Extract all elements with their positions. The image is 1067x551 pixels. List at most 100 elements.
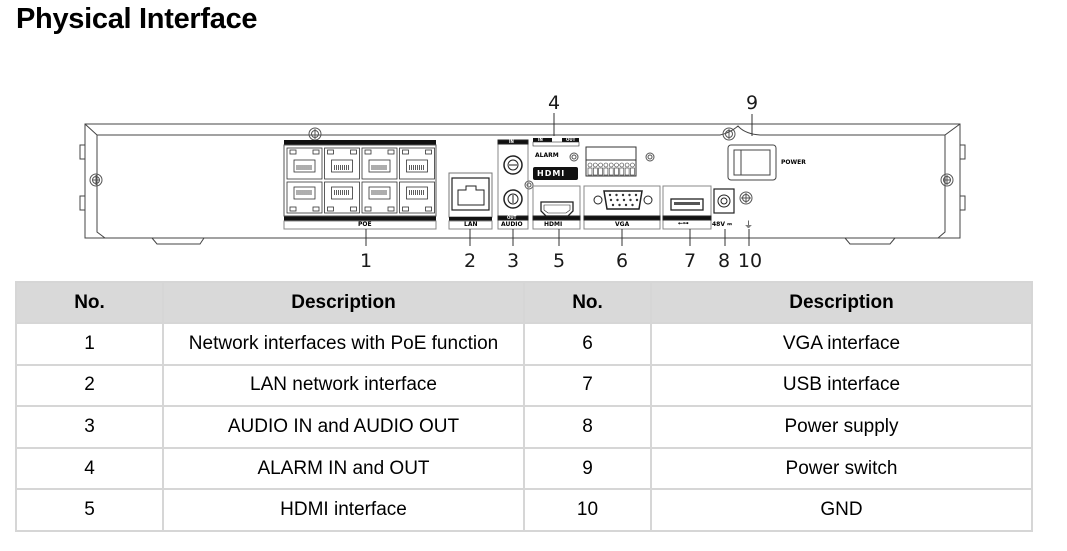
- vga-pin: [611, 203, 615, 207]
- cell-description: AUDIO IN and AUDIO OUT: [162, 405, 525, 449]
- table-row: 3 AUDIO IN and AUDIO OUT 8 Power supply: [15, 405, 1033, 449]
- rj45-port: [324, 181, 360, 214]
- hdmi-port-block: [532, 185, 581, 230]
- cell-no: 7: [523, 363, 652, 408]
- vga-pin: [628, 193, 631, 197]
- header-description: Description: [650, 281, 1033, 324]
- rj45-port: [286, 147, 323, 180]
- cell-description: Power supply: [650, 405, 1033, 449]
- table-row: 2 LAN network interface 7 USB interface: [15, 363, 1033, 408]
- poe-ports-block: [283, 140, 437, 230]
- alarm-pin-slot: [598, 167, 603, 176]
- table-row: 5 HDMI interface 10 GND: [15, 488, 1033, 532]
- callout-3: 3: [506, 250, 520, 272]
- header-description: Description: [162, 281, 525, 324]
- screw-icon: [308, 127, 322, 141]
- table-row: 1 Network interfaces with PoE function 6…: [15, 322, 1033, 366]
- vga-pin: [608, 193, 612, 197]
- hdmi-label: HDMI: [544, 221, 563, 228]
- alarm-pin-slot: [603, 167, 609, 176]
- cell-no: 2: [15, 363, 164, 408]
- power-supply-label: 48V ⎓: [712, 221, 732, 228]
- cell-no: 6: [523, 322, 652, 366]
- alarm-pin: [603, 162, 609, 168]
- rj45-port: [286, 181, 323, 214]
- alarm-pin: [614, 162, 619, 168]
- alarm-pin: [624, 162, 630, 168]
- right-ear-tab-top: [959, 144, 966, 160]
- screw-icon: [569, 152, 579, 162]
- vga-pin: [615, 193, 618, 197]
- cell-description: HDMI interface: [162, 488, 525, 532]
- cell-description: LAN network interface: [162, 363, 525, 408]
- interface-table: No. Description No. Description 1 Networ…: [15, 281, 1033, 532]
- alarm-pin-slot: [592, 167, 598, 176]
- alarm-block: [532, 138, 637, 180]
- page-title: Physical Interface: [16, 3, 258, 35]
- screw-icon: [89, 173, 103, 187]
- alarm-pin-slot: [624, 167, 630, 176]
- chassis-inner-left: [96, 135, 106, 239]
- audio-in-jack: [503, 155, 523, 175]
- hdmi-logo-text: HDMI: [537, 169, 566, 178]
- alarm-pin: [630, 162, 635, 168]
- vga-pin: [621, 193, 625, 197]
- alarm-label: ALARM: [535, 152, 559, 159]
- audio-out-label: OUT: [507, 215, 517, 220]
- usb-symbol-icon: ⭠⊶: [678, 220, 689, 227]
- left-foot: [151, 237, 205, 245]
- callout-6: 6: [615, 250, 629, 272]
- alarm-pin: [608, 162, 614, 168]
- audio-label: AUDIO: [501, 221, 523, 228]
- screw-icon: [940, 173, 954, 187]
- left-ear-tab-top: [79, 144, 86, 160]
- lan-label: LAN: [464, 221, 478, 228]
- screw-icon: [524, 180, 534, 190]
- device-rear-panel-diagram: POE LAN AUDIO IN OUT ALARM IN OUT HDMI H…: [79, 92, 966, 272]
- audio-in-label: IN: [509, 139, 514, 144]
- cell-no: 5: [15, 488, 164, 532]
- cell-description: Power switch: [650, 446, 1033, 491]
- gnd-screw-icon: [739, 191, 753, 205]
- chassis-inner-right: [937, 135, 946, 239]
- screw-icon: [645, 152, 655, 162]
- poe-label: POE: [358, 221, 372, 228]
- power-supply-jack: [713, 188, 735, 214]
- vga-pin: [624, 203, 628, 207]
- alarm-pin: [592, 162, 598, 168]
- power-label: POWER: [781, 159, 806, 166]
- alarm-pin: [598, 162, 603, 168]
- vga-pin: [634, 193, 638, 197]
- cell-description: VGA interface: [650, 322, 1033, 366]
- rj45-port: [399, 181, 435, 214]
- rj45-port: [361, 181, 398, 214]
- screw-icon: [722, 127, 736, 141]
- gnd-symbol-icon: ⏚: [744, 221, 754, 231]
- left-ear-tab-bottom: [79, 195, 86, 211]
- chassis-top-bevel: [84, 123, 961, 136]
- alarm-pin-slot: [608, 167, 614, 176]
- cell-no: 9: [523, 446, 652, 491]
- alarm-pin: [587, 162, 593, 168]
- rj45-port: [324, 147, 360, 180]
- vga-pin: [609, 198, 613, 202]
- alarm-pin-slot: [587, 167, 593, 176]
- vga-label: VGA: [615, 221, 630, 228]
- power-switch: [727, 144, 777, 181]
- audio-ports-block: [497, 139, 529, 230]
- callout-10: 10: [737, 250, 763, 272]
- cell-no: 4: [15, 446, 164, 491]
- usb-port-block: [662, 185, 712, 230]
- cell-description: GND: [650, 488, 1033, 532]
- cell-description: USB interface: [650, 363, 1033, 408]
- alarm-pin: [619, 162, 625, 168]
- table-row: 4 ALARM IN and OUT 9 Power switch: [15, 446, 1033, 491]
- alarm-in-label: IN: [538, 137, 543, 142]
- audio-out-jack: [503, 189, 523, 209]
- callout-7: 7: [683, 250, 697, 272]
- callout-1: 1: [359, 250, 373, 272]
- cell-description: ALARM IN and OUT: [162, 446, 525, 491]
- cell-no: 1: [15, 322, 164, 366]
- vga-pin: [631, 203, 634, 207]
- rj45-port: [399, 147, 435, 180]
